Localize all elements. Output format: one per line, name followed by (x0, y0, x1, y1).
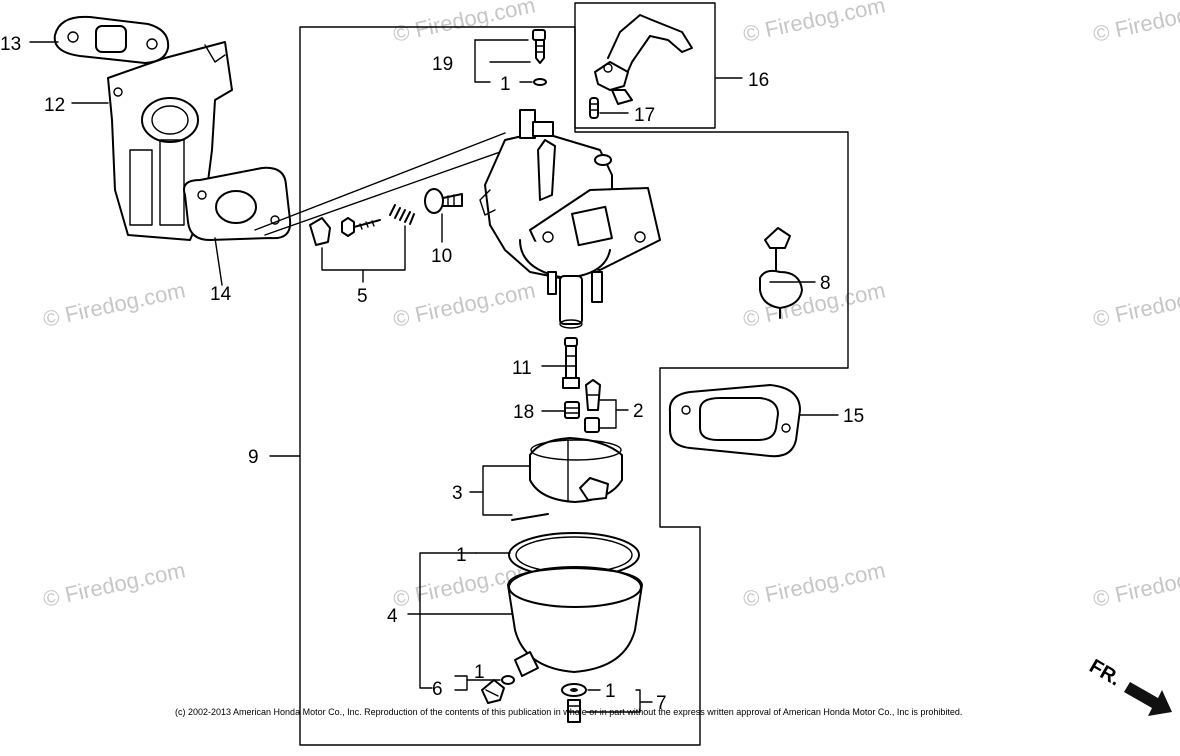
front-direction-arrow-icon (1124, 682, 1172, 716)
callout-11: 11 (512, 358, 532, 379)
part-16-choke-lever (594, 14, 693, 105)
callout-19: 19 (432, 54, 453, 75)
callout-1-top: 1 (500, 74, 511, 95)
callout-7: 7 (656, 693, 667, 714)
callout-3: 3 (452, 483, 463, 504)
part-4-float-chamber (507, 566, 643, 677)
watermark-text: © Firedog.com (41, 557, 188, 612)
callout-12: 12 (44, 95, 65, 116)
part-8-float-valve (759, 227, 803, 319)
part-15-float-chamber-gasket (668, 384, 801, 458)
watermark-text: © Firedog.com (41, 277, 188, 332)
callout-4: 4 (387, 606, 398, 627)
callout-15: 15 (843, 406, 864, 427)
part-14-leader-line (264, 144, 521, 236)
watermark-text: © Firedog.com (1091, 277, 1180, 332)
watermark-text: © Firedog.com (741, 0, 888, 47)
part-13-insulator-gasket (53, 15, 170, 64)
part-17-spring-clip (589, 97, 599, 119)
front-direction-indicator: FR. (1086, 655, 1172, 716)
callout-18: 18 (513, 402, 534, 423)
callout-2: 2 (633, 401, 644, 422)
part-11-main-nozzle (562, 337, 580, 389)
part-14-carburetor-gasket (183, 166, 292, 241)
leader-lines (29, 39, 839, 713)
watermark-text: © Firedog.com (1091, 0, 1180, 47)
watermark-text: © Firedog.com (741, 557, 888, 612)
callout-1-bottom: 1 (605, 681, 616, 702)
part-6-drain-screw (481, 675, 515, 704)
callout-13: 13 (0, 34, 21, 55)
callout-9: 9 (248, 447, 259, 468)
part-7-bolt (561, 683, 587, 723)
choke-lever-inset-box (574, 2, 716, 129)
callout-14: 14 (210, 284, 232, 305)
part-18-main-jet (564, 401, 580, 419)
copyright-notice: (c) 2002-2013 American Honda Motor Co., … (175, 707, 962, 717)
part-10-screw (424, 188, 463, 214)
callout-16: 16 (748, 70, 769, 91)
watermark-text: © Firedog.com (1091, 557, 1180, 612)
callout-17: 17 (634, 105, 655, 126)
part-14-leader-line (254, 132, 506, 231)
watermark-text: © Firedog.com (391, 277, 538, 332)
callout-6: 6 (432, 679, 443, 700)
part-19-pilot-screw (532, 29, 546, 64)
callout-labels: 13 12 14 19 1 16 17 5 10 8 11 18 2 15 9 … (0, 34, 864, 714)
part-5-throttle-stop-screw (309, 204, 415, 246)
carburetor-body (479, 109, 661, 329)
part-3-float (511, 437, 623, 521)
callout-1-drain: 1 (474, 662, 485, 683)
part-2-float-valve-set (584, 379, 601, 433)
callout-5: 5 (357, 286, 368, 307)
front-direction-label: FR. (1086, 655, 1125, 690)
callout-1-bowl-ring: 1 (456, 545, 467, 566)
callout-8: 8 (820, 273, 831, 294)
part-1-washer-top (533, 78, 547, 86)
callout-10: 10 (431, 246, 452, 267)
